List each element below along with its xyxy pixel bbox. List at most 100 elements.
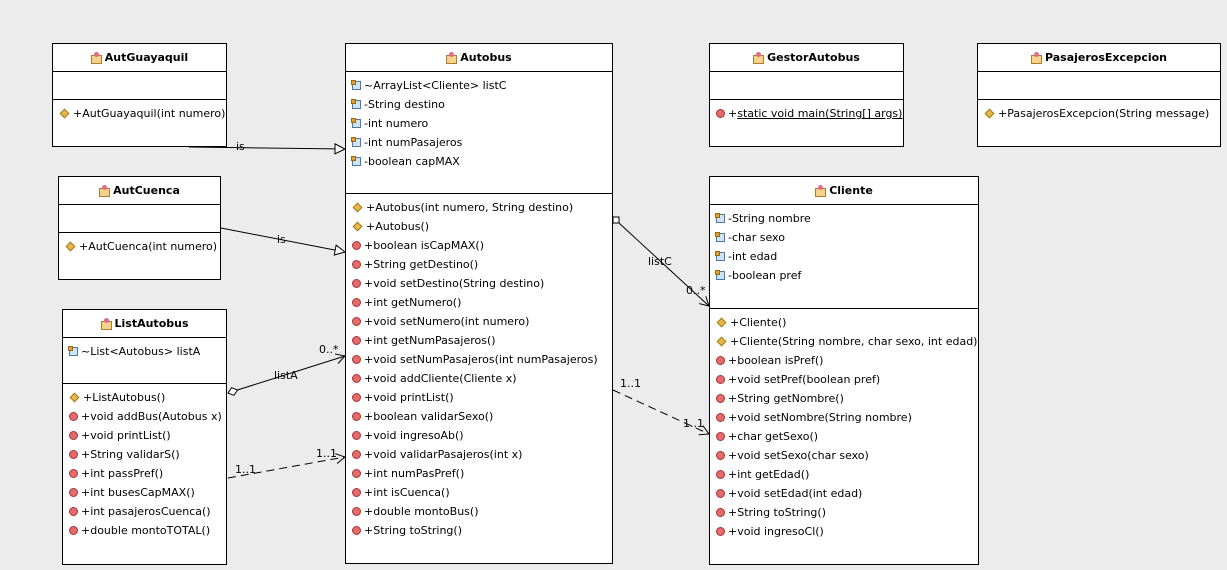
method-row[interactable]: +Cliente() (716, 313, 978, 332)
method-row[interactable]: +int isCuenca() (352, 483, 612, 502)
method-text: +void setPref(boolean pref) (728, 373, 881, 386)
method-row[interactable]: +boolean validarSexo() (352, 407, 612, 426)
class-autobus[interactable]: Autobus ~ArrayList<Cliente> listC -String … (345, 43, 613, 564)
fields-compartment: ~ArrayList<Cliente> listC -String destino… (346, 72, 612, 194)
class-name-header: AutGuayaquil (53, 44, 226, 72)
method-row[interactable]: +int pasajerosCuenca() (69, 502, 226, 521)
method-row[interactable]: +void setNumPasajeros(int numPasajeros) (352, 350, 612, 369)
method-row[interactable]: +String getNombre() (716, 389, 978, 408)
field-row[interactable]: -int numPasajeros (351, 133, 612, 152)
edge-label: is (236, 140, 245, 153)
field-row[interactable]: -boolean pref (715, 266, 978, 285)
method-icon (352, 260, 361, 269)
method-row[interactable]: +void addCliente(Cliente x) (352, 369, 612, 388)
method-row[interactable]: +void setDestino(String destino) (352, 274, 612, 293)
constructor-icon (352, 221, 363, 232)
method-row[interactable]: +double montoTOTAL() (69, 521, 226, 540)
method-icon (716, 394, 725, 403)
field-icon (351, 137, 361, 147)
class-autcuenca[interactable]: AutCuenca+AutCuenca(int numero) (58, 176, 221, 280)
method-icon (352, 469, 361, 478)
method-row[interactable]: +void printList() (352, 388, 612, 407)
class-name: Autobus (460, 51, 512, 64)
method-row[interactable]: +void setNombre(String nombre) (716, 408, 978, 427)
method-text: +boolean validarSexo() (364, 410, 494, 423)
method-row[interactable]: +Cliente(String nombre, char sexo, int e… (716, 332, 978, 351)
static-method-text: static void main(String[] args) (737, 107, 903, 120)
field-icon (715, 251, 725, 261)
method-icon (716, 356, 725, 365)
method-row[interactable]: +String toString() (716, 503, 978, 522)
method-text: +boolean isCapMAX() (364, 239, 485, 252)
method-icon (352, 241, 361, 250)
method-row[interactable]: +String getDestino() (352, 255, 612, 274)
method-row[interactable]: +boolean isPref() (716, 351, 978, 370)
method-row[interactable]: +String validarS() (69, 445, 226, 464)
method-text: +String toString() (728, 506, 826, 519)
method-text: +String getDestino() (364, 258, 479, 271)
method-icon (716, 375, 725, 384)
method-text: +void setNombre(String nombre) (728, 411, 912, 424)
method-row[interactable]: +boolean isCapMAX() (352, 236, 612, 255)
field-text: ~ArrayList<Cliente> listC (364, 79, 507, 92)
method-row[interactable]: +int getNumPasajeros() (352, 331, 612, 350)
method-icon (352, 431, 361, 440)
field-row[interactable]: -String destino (351, 95, 612, 114)
constructor-icon (352, 202, 363, 213)
method-icon (69, 431, 78, 440)
method-row[interactable]: +String toString() (352, 521, 612, 540)
method-icon (69, 488, 78, 497)
method-icon (69, 469, 78, 478)
class-listautobus[interactable]: ListAutobus~List<Autobus> listA+ListAuto… (62, 309, 227, 565)
class-icon (446, 52, 458, 64)
method-text: +int isCuenca() (364, 486, 450, 499)
method-row[interactable]: +Autobus() (352, 217, 612, 236)
class-cliente[interactable]: Cliente-String nombre-char sexo-int edad… (709, 176, 979, 565)
class-pasajerosexcepcion[interactable]: PasajerosExcepcion+PasajerosExcepcion(St… (977, 43, 1221, 147)
field-row[interactable]: ~ArrayList<Cliente> listC (351, 76, 612, 95)
fields-compartment (710, 72, 903, 100)
field-row[interactable]: ~List<Autobus> listA (68, 342, 226, 361)
method-text: +Autobus() (366, 220, 430, 233)
field-text: -char sexo (728, 231, 785, 244)
method-row[interactable]: +int passPref() (69, 464, 226, 483)
method-row[interactable]: +void ingresoAb() (352, 426, 612, 445)
cuenca-generalization (220, 227, 345, 252)
method-row[interactable]: +void printList() (69, 426, 226, 445)
method-row[interactable]: +void setPref(boolean pref) (716, 370, 978, 389)
class-icon (1030, 52, 1042, 64)
method-row[interactable]: +void setNumero(int numero) (352, 312, 612, 331)
class-autguayaquil[interactable]: AutGuayaquil +AutGuayaquil(int numero) (52, 43, 227, 147)
method-row[interactable]: +int getNumero() (352, 293, 612, 312)
method-row[interactable]: +int getEdad() (716, 465, 978, 484)
method-row[interactable]: +void setEdad(int edad) (716, 484, 978, 503)
method-row[interactable]: +AutGuayaquil(int numero) (59, 104, 226, 123)
method-text: +int numPasPref() (364, 467, 465, 480)
method-text: +void setNumPasajeros(int numPasajeros) (364, 353, 598, 366)
method-row[interactable]: +static void main(String[] args) (716, 104, 903, 123)
method-row[interactable]: +int numPasPref() (352, 464, 612, 483)
method-text: +PasajerosExcepcion(String message) (998, 107, 1210, 120)
method-row[interactable]: +double montoBus() (352, 502, 612, 521)
method-row[interactable]: +void setSexo(char sexo) (716, 446, 978, 465)
method-text: +Autobus(int numero, String destino) (366, 201, 574, 214)
method-row[interactable]: +void addBus(Autobus x) (69, 407, 226, 426)
field-row[interactable]: -boolean capMAX (351, 152, 612, 171)
method-row[interactable]: +char getSexo() (716, 427, 978, 446)
method-row[interactable]: +Autobus(int numero, String destino) (352, 198, 612, 217)
method-row[interactable]: +void validarPasajeros(int x) (352, 445, 612, 464)
method-row[interactable]: +int busesCapMAX() (69, 483, 226, 502)
method-row[interactable]: +ListAutobus() (69, 388, 226, 407)
method-row[interactable]: +PasajerosExcepcion(String message) (984, 104, 1220, 123)
field-row[interactable]: -int numero (351, 114, 612, 133)
method-row[interactable]: +AutCuenca(int numero) (65, 237, 220, 256)
fields-compartment (53, 72, 226, 100)
field-row[interactable]: -char sexo (715, 228, 978, 247)
field-row[interactable]: -String nombre (715, 209, 978, 228)
class-name-header: Autobus (346, 44, 612, 72)
methods-compartment: +Cliente()+Cliente(String nombre, char s… (710, 309, 978, 565)
method-row[interactable]: +void ingresoCl() (716, 522, 978, 541)
field-row[interactable]: -int edad (715, 247, 978, 266)
class-gestorautobus[interactable]: GestorAutobus+static void main(String[] … (709, 43, 904, 147)
multiplicity-label: 1..1 (235, 463, 256, 476)
